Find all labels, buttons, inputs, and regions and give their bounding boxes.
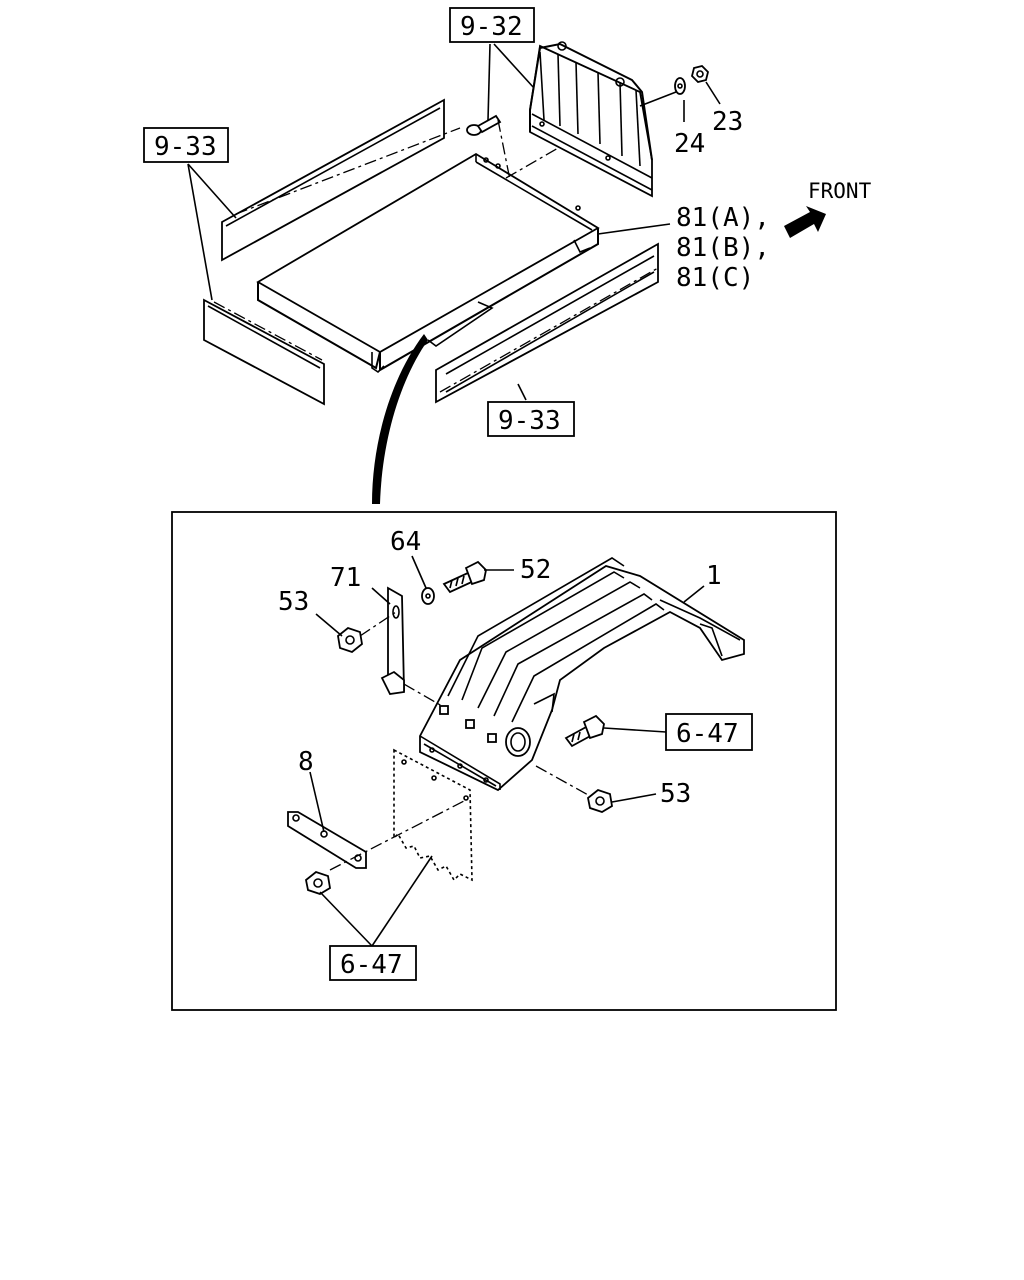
screw-headboard: [466, 114, 511, 181]
part-8-label: 8: [298, 747, 314, 777]
part-81c-label: 81(C): [676, 263, 754, 293]
front-arrow: [784, 206, 826, 238]
stay-71: [359, 586, 443, 707]
ref-box-9-33-bottom[interactable]: [487, 401, 575, 437]
nut-6-47-bottom: [305, 870, 331, 895]
nut-53-top: [337, 626, 363, 654]
front-label: FRONT: [808, 179, 872, 203]
ref-9-33-bottom[interactable]: 9-33: [498, 406, 561, 436]
ref-9-32[interactable]: 9-32: [460, 12, 523, 42]
part-64-label: 64: [390, 527, 421, 557]
side-panel-rear-left: [221, 98, 461, 262]
ref-6-47-bottom[interactable]: 6-47: [340, 950, 403, 980]
part-71-label: 71: [330, 563, 361, 593]
nut-23: [691, 65, 709, 83]
bolt-6-47-right: [564, 714, 605, 748]
ref-box-9-33-top[interactable]: [143, 127, 229, 163]
ref-box-6-47-bottom[interactable]: [329, 945, 417, 981]
part-1-label: 1: [706, 561, 722, 591]
side-panel-right: [435, 242, 659, 404]
fender: [419, 557, 745, 792]
part-23-label: 23: [712, 107, 743, 137]
mud-flap: [393, 748, 473, 882]
part-52-label: 52: [520, 555, 551, 585]
bolt-52: [442, 560, 487, 594]
part-81b-label: 81(B),: [676, 233, 770, 263]
ref-box-6-47-right[interactable]: [665, 713, 753, 751]
detail-leader-lines: [309, 555, 705, 947]
cab-guard: [529, 41, 653, 198]
part-53-bottom-label: 53: [660, 779, 691, 809]
part-81a-label: 81(A),: [676, 203, 770, 233]
part-24-label: 24: [674, 129, 705, 159]
ref-6-47-right[interactable]: 6-47: [676, 719, 739, 749]
part-53-top-label: 53: [278, 587, 309, 617]
washer-24: [674, 77, 686, 95]
nut-53-bottom: [535, 765, 613, 813]
washer-64: [421, 587, 435, 605]
ref-box-9-32[interactable]: [449, 7, 535, 43]
cargo-deck: [256, 123, 601, 374]
side-panel-front-left: [203, 298, 325, 406]
detail-pointer: [372, 334, 428, 504]
ref-9-33-top[interactable]: 9-33: [154, 132, 217, 162]
upper-leader-lines: [187, 43, 721, 401]
